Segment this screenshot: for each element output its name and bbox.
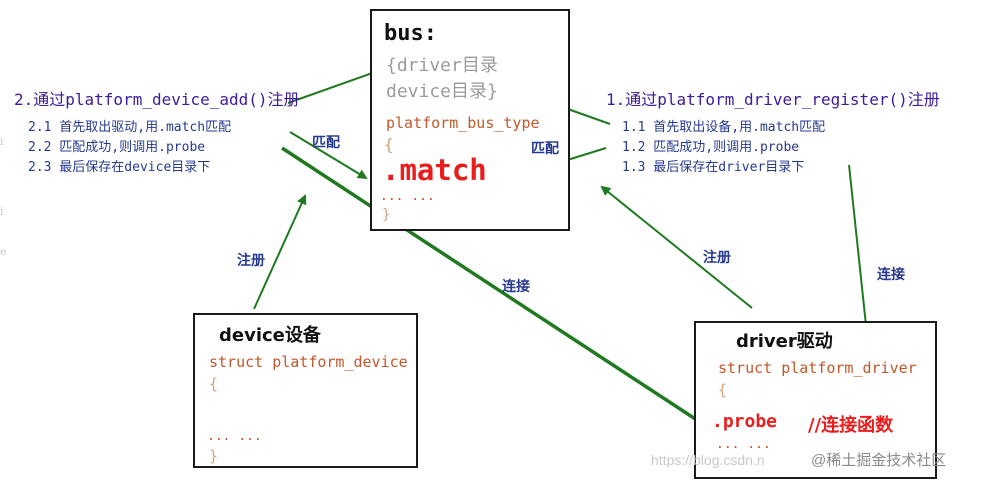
left-step-1: 2.1 首先取出驱动,用.match匹配	[28, 120, 232, 135]
left-heading: 2.通过platform_device_add()注册	[14, 90, 300, 109]
label-register-right: 注册	[703, 250, 731, 266]
driver-brace-open: {	[718, 381, 728, 399]
label-register-left: 注册	[237, 253, 265, 269]
bus-box: bus: {driver目录 device目录} platform_bus_ty…	[370, 9, 570, 231]
driver-probe-comment: //连接函数	[808, 415, 894, 436]
left-step-2: 2.2 匹配成功,则调用.probe	[28, 140, 206, 155]
device-ellipsis: ... ...	[207, 429, 262, 444]
bus-type-name: platform_bus_type	[386, 114, 540, 132]
arrow-match-left	[289, 131, 368, 180]
edge-artifact: i	[0, 135, 4, 148]
label-match-left: 匹配	[312, 135, 340, 151]
edge-artifact: e	[0, 245, 7, 258]
arrow-connect-probe-left	[281, 146, 708, 428]
bus-brace-close: }	[382, 207, 391, 223]
bus-driver-dir: {driver目录	[386, 55, 498, 76]
bus-device-dir: device目录}	[386, 81, 498, 102]
label-match-right: 匹配	[531, 141, 559, 157]
device-struct: struct platform_device	[209, 353, 408, 371]
driver-title: driver驱动	[736, 331, 833, 352]
device-brace-close: }	[209, 447, 219, 465]
bus-ellipsis: ... ...	[380, 189, 435, 204]
label-connect-right: 连接	[877, 267, 905, 283]
right-heading: 1.通过platform_driver_register()注册	[606, 90, 940, 109]
edge-artifact: i	[0, 205, 4, 218]
right-step-3: 1.3 最后保存在driver目录下	[622, 160, 805, 175]
left-step-3: 2.3 最后保存在device目录下	[28, 160, 211, 175]
driver-box: driver驱动 struct platform_driver { .probe…	[694, 321, 937, 479]
device-title: device设备	[219, 325, 321, 346]
arrow-device-register	[253, 194, 307, 310]
bus-title: bus:	[384, 21, 437, 46]
arrow-driver-register	[600, 185, 753, 309]
bus-brace-open: {	[384, 135, 394, 154]
driver-ellipsis: ... ...	[716, 437, 771, 452]
label-connect-middle: 连接	[502, 279, 530, 295]
watermark-brand: @稀土掘金技术社区	[811, 452, 947, 469]
driver-probe: .probe	[712, 411, 778, 432]
watermark-url: https://blog.csdn.n	[651, 452, 765, 468]
device-brace-open: {	[209, 375, 219, 393]
right-step-1: 1.1 首先取出设备,用.match匹配	[622, 120, 826, 135]
bus-match: .match	[382, 153, 487, 187]
device-box: device设备 struct platform_device { ... ..…	[193, 313, 418, 468]
driver-struct: struct platform_driver	[718, 359, 917, 377]
right-step-2: 1.2 匹配成功,则调用.probe	[622, 140, 800, 155]
